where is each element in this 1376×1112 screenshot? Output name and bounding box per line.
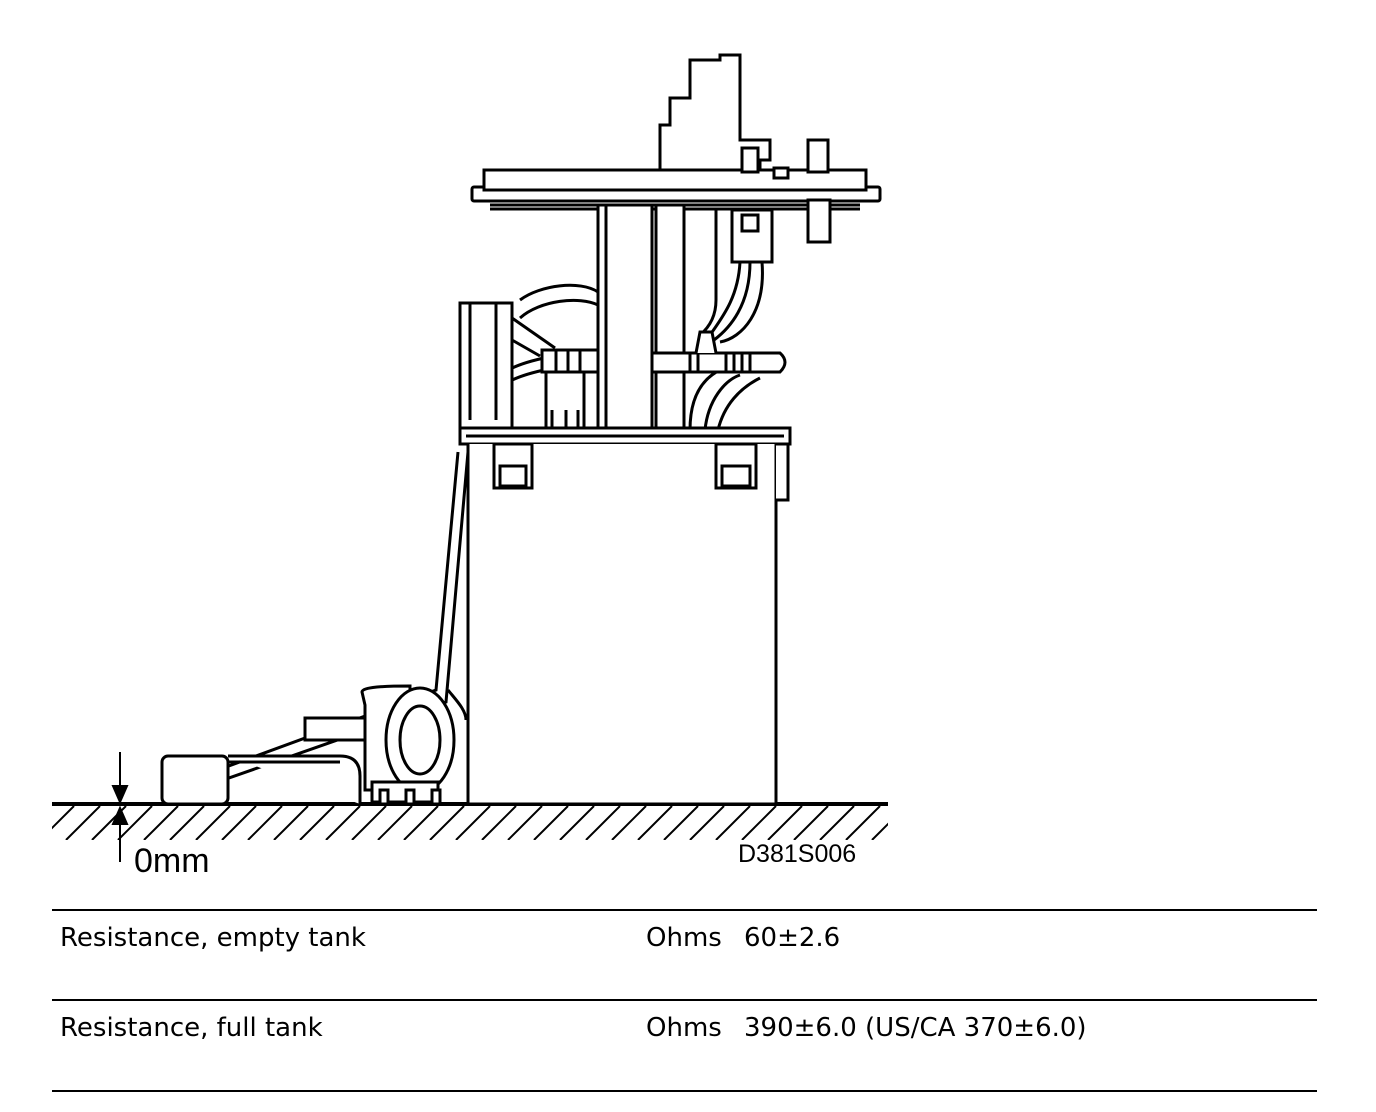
spec-value: 390±6.0 (US/CA 370±6.0) <box>744 1013 1087 1043</box>
height-dimension-label: 0mm <box>134 842 210 880</box>
figure-code-label: D381S006 <box>738 840 857 868</box>
spec-name: Resistance, empty tank <box>60 923 366 953</box>
spec-unit: Ohms <box>646 1013 722 1043</box>
reservoir-top-plate <box>458 426 792 446</box>
table-rule <box>52 999 1317 1001</box>
reservoir-canister <box>466 442 790 806</box>
spec-unit: Ohms <box>646 923 722 953</box>
fuel-level-sender-diagram: 0mm D381S006 <box>52 53 888 880</box>
float <box>160 754 362 806</box>
spec-value: 60±2.6 <box>744 923 841 953</box>
tank-floor <box>52 802 888 840</box>
table-row: Resistance, full tank Ohms 390±6.0 (US/C… <box>52 1013 1317 1053</box>
table-rule <box>52 1090 1317 1092</box>
dimension-arrows <box>111 752 129 862</box>
table-row: Resistance, empty tank Ohms 60±2.6 <box>52 923 1317 963</box>
sender-housing <box>303 684 456 806</box>
wiring-harness <box>688 208 774 431</box>
sender-unit-drawing <box>52 53 888 862</box>
spec-name: Resistance, full tank <box>60 1013 323 1043</box>
fuel-hose <box>504 283 787 386</box>
table-rule <box>52 909 1317 911</box>
connector-tower <box>658 53 832 244</box>
central-tube <box>596 203 686 433</box>
